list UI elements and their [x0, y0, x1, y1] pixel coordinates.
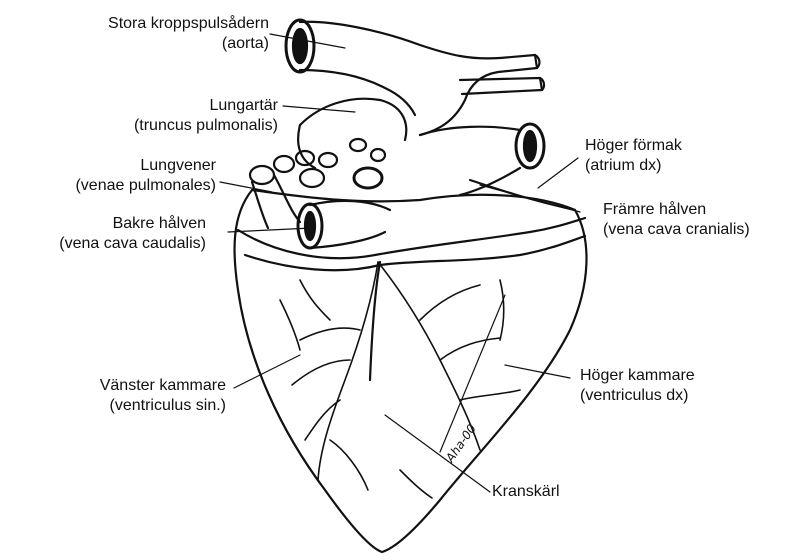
- label-right-ventricle-name: Höger kammare: [580, 366, 695, 386]
- label-right-atrium-latin: (atrium dx): [585, 156, 682, 176]
- label-right-atrium: Höger förmak (atrium dx): [585, 136, 682, 176]
- label-right-atrium-name: Höger förmak: [585, 136, 682, 156]
- label-right-ventricle: Höger kammare (ventriculus dx): [580, 366, 695, 406]
- pulmonary-trunk: [300, 99, 406, 140]
- label-pulmonary-veins: Lungvener (venae pulmonales): [75, 156, 216, 196]
- label-pulmonary-veins-latin: (venae pulmonales): [75, 176, 216, 196]
- label-aorta: Stora kroppspulsådern (aorta): [108, 14, 269, 54]
- label-left-ventricle-name: Vänster kammare: [100, 376, 226, 396]
- label-coronary-vessels: Kranskärl: [492, 482, 560, 502]
- label-caudal-vena-cava: Bakre hålven (vena cava caudalis): [59, 214, 206, 254]
- label-cranial-vena-cava-name: Främre hålven: [603, 200, 750, 220]
- label-aorta-name: Stora kroppspulsådern: [108, 14, 269, 34]
- label-left-ventricle-latin: (ventriculus sin.): [100, 396, 226, 416]
- label-coronary-vessels-name: Kranskärl: [492, 482, 560, 502]
- label-pulmonary-artery-latin: (truncus pulmonalis): [134, 116, 278, 136]
- label-aorta-latin: (aorta): [108, 34, 269, 54]
- label-right-ventricle-latin: (ventriculus dx): [580, 386, 695, 406]
- coronary-vessels: [280, 262, 520, 498]
- label-cranial-vena-cava: Främre hålven (vena cava cranialis): [603, 200, 750, 240]
- label-caudal-vena-cava-latin: (vena cava caudalis): [59, 234, 206, 254]
- label-pulmonary-artery: Lungartär (truncus pulmonalis): [134, 96, 278, 136]
- label-caudal-vena-cava-name: Bakre hålven: [59, 214, 206, 234]
- label-pulmonary-artery-name: Lungartär: [134, 96, 278, 116]
- label-left-ventricle: Vänster kammare (ventriculus sin.): [100, 376, 226, 416]
- label-cranial-vena-cava-latin: (vena cava cranialis): [603, 220, 750, 240]
- pulmonary-veins: [250, 151, 382, 228]
- cranial-vena-cava: [420, 127, 520, 135]
- label-pulmonary-veins-name: Lungvener: [75, 156, 216, 176]
